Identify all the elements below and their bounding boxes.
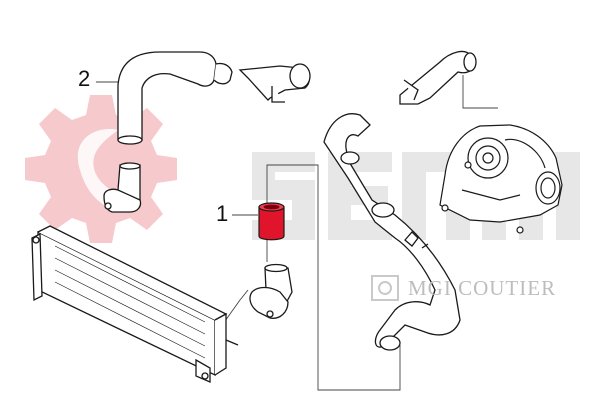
turbo-inlet-hose — [399, 50, 477, 105]
mgi-coutier-seal — [371, 275, 399, 301]
turbocharger — [439, 124, 563, 234]
mgi-coutier-text: MGI COUTIER — [408, 276, 557, 300]
callout-1: 1 — [216, 201, 229, 226]
intercooler — [31, 225, 239, 383]
charge-air-pipe — [323, 113, 461, 351]
seim-gear-watermark — [25, 95, 177, 243]
callout-2: 2 — [78, 66, 91, 91]
hose-elbow-left — [103, 162, 142, 213]
upper-intake-hose — [117, 51, 311, 145]
highlighted-coupling-hose — [258, 202, 285, 241]
hose-elbow-lower — [249, 263, 293, 319]
leader-lines — [96, 75, 498, 391]
